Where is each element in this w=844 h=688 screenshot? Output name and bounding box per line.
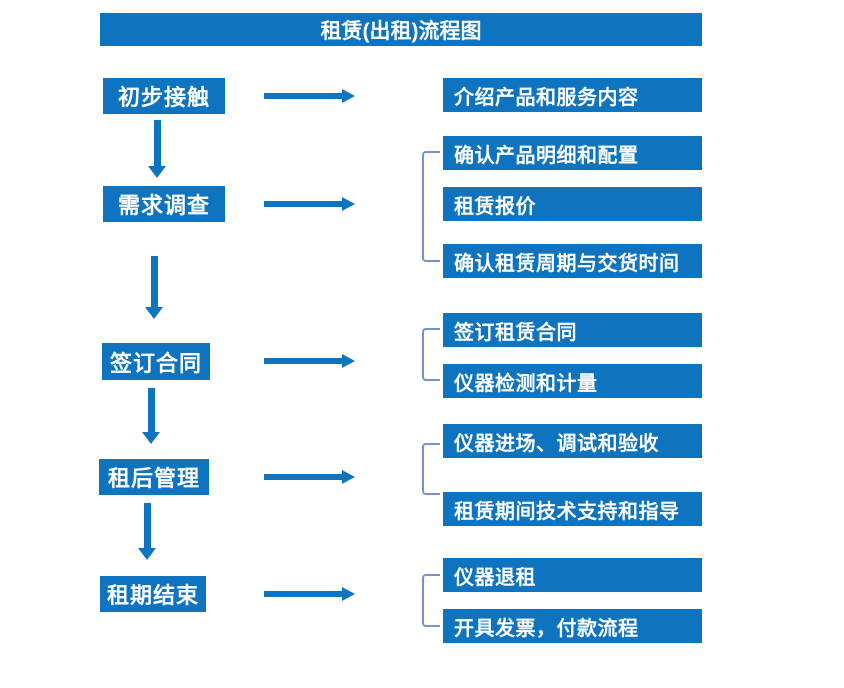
down-arrow-icon-3to4 <box>142 388 161 444</box>
stage-box-sign-contract: 签订合同 <box>102 343 210 380</box>
output-box-introduce-products: 介绍产品和服务内容 <box>443 78 702 112</box>
stage-box-rental-end: 租期结束 <box>100 576 206 612</box>
arrow-head <box>342 587 355 601</box>
output-box-technical-support: 租赁期间技术支持和指导 <box>443 492 702 526</box>
right-arrow-icon-stage5 <box>264 587 355 601</box>
output-box-confirm-rental-period: 确认租赁周期与交货时间 <box>443 244 702 278</box>
arrow-stem <box>264 201 342 207</box>
arrow-head <box>342 197 355 211</box>
right-arrow-icon-stage1 <box>264 89 355 103</box>
down-arrow-icon-1to2 <box>148 120 167 178</box>
arrow-stem <box>151 256 158 307</box>
down-arrow-icon-4to5 <box>138 503 157 560</box>
down-arrow-icon-2to3 <box>145 256 164 319</box>
arrow-stem <box>264 93 342 99</box>
bracket-stage5-outputs <box>422 574 440 627</box>
right-arrow-icon-stage4 <box>264 470 355 484</box>
arrow-stem <box>264 591 342 597</box>
arrow-head <box>142 432 160 444</box>
stage-box-initial-contact: 初步接触 <box>103 78 225 114</box>
stage-box-post-rental-management: 租后管理 <box>99 459 209 495</box>
output-box-rental-quotation: 租赁报价 <box>443 187 702 221</box>
output-box-instrument-testing: 仪器检测和计量 <box>443 364 702 398</box>
bracket-stage3-outputs <box>422 328 440 381</box>
arrow-head <box>145 307 163 319</box>
bracket-stage4-outputs <box>422 443 440 495</box>
arrow-head <box>342 354 355 368</box>
right-arrow-icon-stage2 <box>264 197 355 211</box>
arrow-stem <box>144 503 151 548</box>
output-box-sign-rental-contract: 签订租赁合同 <box>443 313 702 347</box>
arrow-head <box>138 548 156 560</box>
arrow-stem <box>154 120 161 166</box>
diagram-title: 租赁(出租)流程图 <box>100 13 702 46</box>
right-arrow-icon-stage3 <box>264 354 355 368</box>
arrow-head <box>342 89 355 103</box>
arrow-head <box>148 166 166 178</box>
arrow-stem <box>264 358 342 364</box>
arrow-head <box>342 470 355 484</box>
output-box-invoice-payment: 开具发票，付款流程 <box>443 609 702 643</box>
arrow-stem <box>264 474 342 480</box>
stage-box-demand-survey: 需求调查 <box>103 186 225 222</box>
output-box-instrument-setup-acceptance: 仪器进场、调试和验收 <box>443 424 702 458</box>
arrow-stem <box>148 388 155 432</box>
output-box-instrument-return: 仪器退租 <box>443 558 702 592</box>
output-box-confirm-product-details: 确认产品明细和配置 <box>443 136 702 170</box>
bracket-stage2-outputs <box>422 151 440 262</box>
